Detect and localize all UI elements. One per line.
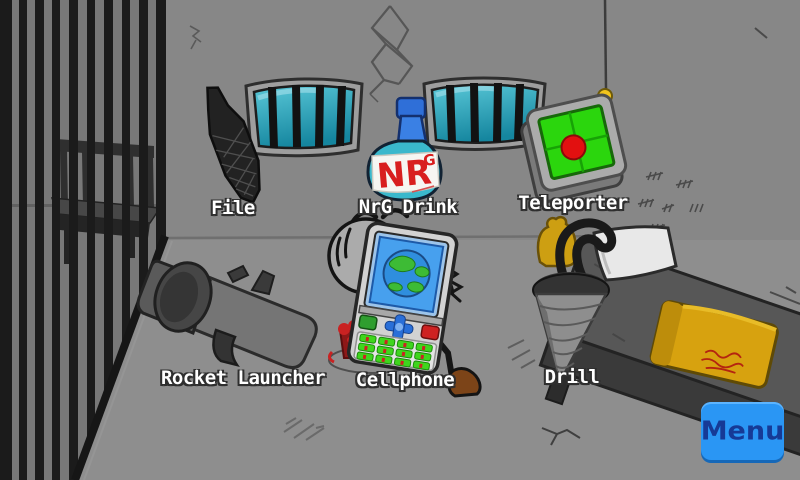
bed-package (649, 300, 779, 389)
rocket-launcher-item[interactable] (135, 255, 330, 367)
cellphone-item[interactable] (340, 218, 472, 368)
teleporter-drawing[interactable] (518, 88, 630, 204)
window-right (422, 76, 547, 151)
menu-button[interactable]: Menu (701, 402, 784, 460)
drill-drawing[interactable] (507, 218, 617, 386)
menu-button-label: Menu (700, 416, 785, 446)
nrg-drink-item[interactable] (360, 92, 448, 204)
drill-handle (555, 218, 617, 289)
cellphone-label[interactable]: Cellphone (355, 369, 455, 391)
drill-item[interactable] (497, 212, 625, 362)
phone-green-button (358, 314, 378, 331)
phone-keypad (356, 333, 433, 371)
launcher-grip (212, 328, 240, 368)
floor-scratches (283, 417, 325, 441)
wall-crack-large (369, 5, 414, 103)
drill-label[interactable]: Drill (544, 366, 600, 388)
hand (442, 264, 465, 303)
eyebrow-right (380, 208, 410, 220)
package-scribble (701, 349, 744, 374)
shoe (447, 367, 482, 398)
wall-crack-small (189, 25, 202, 50)
wall-crack-bed (769, 286, 800, 305)
rocket-launcher-drawing[interactable] (136, 255, 318, 369)
phone-dpad (384, 314, 414, 341)
window-left (244, 77, 364, 158)
nrg-drink-drawing[interactable]: NR G (366, 96, 443, 202)
launcher-sight (250, 269, 276, 296)
teleporter-item[interactable] (518, 80, 628, 195)
cellphone-drawing[interactable] (346, 221, 459, 375)
wire (603, 0, 608, 90)
file-item-drawing[interactable] (196, 80, 270, 209)
teleporter-dot (560, 134, 587, 161)
phone-red-button (420, 324, 440, 341)
teleporter-label[interactable]: Teleporter (518, 192, 628, 214)
globe (382, 249, 431, 298)
file-item[interactable] (185, 75, 275, 210)
floor-crack-right (541, 427, 581, 446)
nrg-drink-label[interactable]: NrG Drink (358, 196, 458, 218)
rocket-launcher-label[interactable]: Rocket Launcher (160, 367, 326, 389)
file-label[interactable]: File (211, 197, 255, 219)
wall-scratch-right (754, 27, 768, 39)
bottle-brand-sup: G (422, 150, 437, 170)
